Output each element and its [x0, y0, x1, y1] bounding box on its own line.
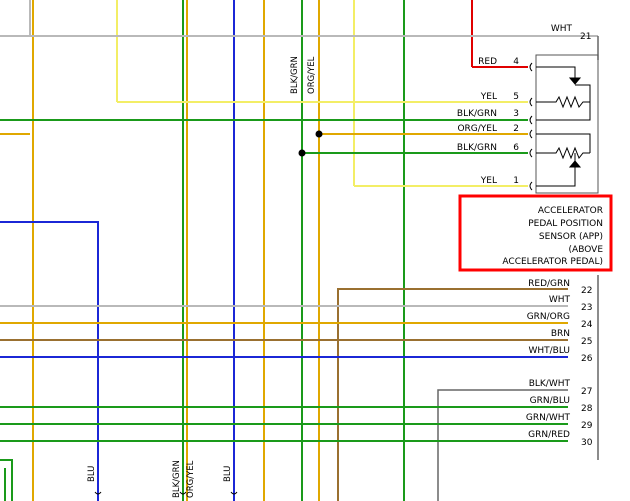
sensor-label-line-4: (ABOVE — [569, 245, 604, 255]
sensor-wire-label-6: YEL — [480, 176, 497, 186]
sensor-pin-hooks — [529, 62, 533, 191]
conn-pin-number-28: 28 — [581, 404, 593, 414]
vertical-label-blu-bottom-2: BLU — [223, 466, 233, 482]
conn-pin-number-27: 27 — [581, 387, 592, 397]
vertical-label-blk-grn-top: BLK/GRN — [290, 56, 300, 94]
conn-wire-label-27: BLK/WHT — [529, 379, 571, 389]
sensor-label-highlight-box — [458, 194, 613, 272]
sensor-pin-number-3: 3 — [513, 109, 519, 119]
conn-wire-label-28: GRN/BLU — [530, 396, 570, 406]
sensor-internal-wiring — [536, 66, 591, 187]
vertical-label-org-yel-top: ORG/YEL — [307, 56, 317, 94]
sensor-pin-number-5: 6 — [513, 143, 519, 153]
sensor-wire-label-2: YEL — [480, 92, 497, 102]
conn-wire-label-30: GRN/RED — [528, 430, 570, 440]
wire-blk-wht-pin-27 — [437, 389, 568, 501]
wire-red-grn-pin-22 — [337, 288, 568, 501]
sensor-label-line-5: ACCELERATOR PEDAL) — [502, 257, 603, 267]
sensor-pin-number-4: 2 — [513, 124, 519, 134]
conn-pin-number-26: 26 — [581, 354, 593, 364]
sensor-pin-number-2: 5 — [513, 92, 519, 102]
conn-pin-number-23: 23 — [581, 303, 592, 313]
sensor-label-line-2: PEDAL POSITION — [528, 219, 603, 229]
conn-wire-label-26: WHT/BLU — [528, 346, 570, 356]
vertical-label-blk-grn-bottom: BLK/GRN — [172, 460, 182, 498]
sensor-pin-number-6: 1 — [513, 176, 519, 186]
vertical-label-blu-bottom-1: BLU — [87, 466, 97, 482]
conn-pin-number-24: 24 — [581, 320, 593, 330]
conn-wire-label-23: WHT — [549, 295, 571, 305]
sensor-label-line-1: ACCELERATOR — [538, 206, 603, 216]
conn-pin-number-22: 22 — [581, 286, 592, 296]
pin-number-21: 21 — [580, 32, 591, 42]
sensor-wire-label-1: RED — [478, 57, 497, 67]
wire-green-bottom-left — [0, 459, 13, 501]
wire-blue-left-loop — [0, 221, 99, 501]
sensor-wire-label-3: BLK/GRN — [457, 109, 497, 119]
sensor-wire-label-5: BLK/GRN — [457, 143, 497, 153]
conn-pin-number-30: 30 — [581, 438, 593, 448]
conn-wire-label-29: GRN/WHT — [526, 413, 571, 423]
sensor-pin-number-1: 4 — [513, 57, 519, 67]
splice-dot-org-yel — [315, 130, 323, 138]
sensor-box — [535, 54, 599, 194]
sensor-label-line-3: SENSOR (APP) — [539, 232, 603, 242]
conn-wire-label-24: GRN/ORG — [527, 312, 570, 322]
conn-pin-number-25: 25 — [581, 337, 592, 347]
conn-wire-label-25: BRN — [551, 329, 570, 339]
sensor-wire-label-4: ORG/YEL — [457, 124, 497, 134]
vertical-label-org-yel-bottom: ORG/YEL — [186, 460, 196, 498]
conn-wire-label-22: RED/GRN — [528, 279, 570, 289]
wire-label-wht-21: WHT — [551, 24, 573, 34]
splice-dot-blk-grn — [298, 149, 306, 157]
bottom-connector-hooks — [94, 491, 238, 495]
conn-pin-number-29: 29 — [581, 421, 593, 431]
